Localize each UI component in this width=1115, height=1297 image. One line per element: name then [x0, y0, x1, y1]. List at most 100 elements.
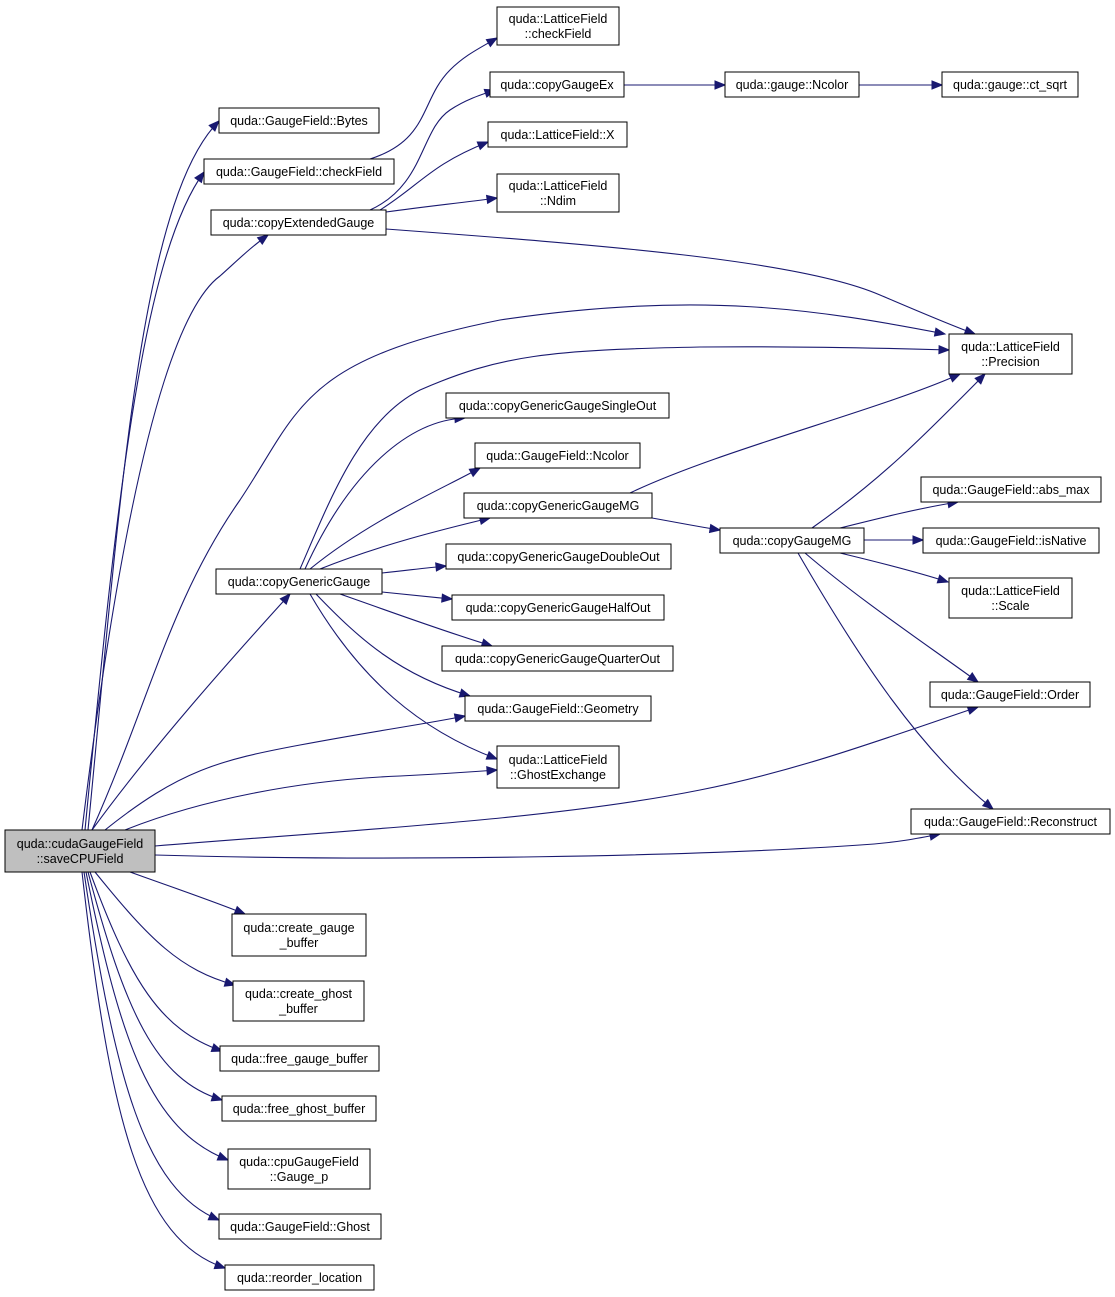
node-cgg_HalfOut[interactable]: quda::copyGenericGaugeHalfOut	[451, 594, 665, 621]
node-lf_checkField[interactable]: quda::LatticeField::checkField	[496, 6, 620, 46]
node-gf_Reconstruct[interactable]: quda::GaugeField::Reconstruct	[910, 808, 1111, 835]
edge-cgg_MG-to-lf_Precision	[629, 373, 962, 494]
node-label: quda::gauge::ct_sqrt	[953, 78, 1067, 92]
edge-root-to-reorder_location-arrowhead	[213, 1260, 227, 1270]
node-gf_isNative[interactable]: quda::GaugeField::isNative	[922, 527, 1100, 554]
node-label: ::Precision	[981, 355, 1039, 369]
edge-copyGenericGauge-to-cgg_HalfOut-line	[381, 591, 453, 600]
edge-root-to-lf_GhostExchange	[124, 766, 499, 831]
edge-copyGaugeMG-to-gf_isNative-arrowhead	[912, 535, 925, 545]
node-box	[496, 173, 620, 213]
node-box	[496, 6, 620, 46]
edge-root-to-lf_GhostExchange-line	[124, 769, 498, 831]
edge-copyGaugeMG-to-lf_Scale-arrowhead	[936, 574, 950, 584]
edge-copyGaugeMG-to-gf_Order	[804, 552, 980, 683]
node-gf_checkField[interactable]: quda::GaugeField::checkField	[203, 158, 395, 185]
node-gauge_Ncolor[interactable]: quda::gauge::Ncolor	[724, 71, 860, 98]
node-label: quda::LatticeField	[961, 584, 1060, 598]
node-gf_Bytes[interactable]: quda::GaugeField::Bytes	[218, 107, 380, 134]
node-copyGaugeMG[interactable]: quda::copyGaugeMG	[719, 527, 865, 554]
edge-copyGenericGauge-to-cgg_HalfOut-arrowhead	[441, 593, 454, 603]
edge-copyGenericGauge-to-lf_Precision-arrowhead	[938, 344, 951, 355]
node-ct_sqrt[interactable]: quda::gauge::ct_sqrt	[941, 71, 1079, 98]
node-label: quda::GaugeField::Bytes	[230, 114, 368, 128]
edge-root-to-lf_Precision-line	[91, 304, 946, 831]
node-label: quda::GaugeField::checkField	[216, 165, 382, 179]
edge-copyGaugeMG-to-lf_Precision-arrowhead	[974, 373, 986, 385]
node-box	[221, 1095, 377, 1122]
node-box	[203, 158, 395, 185]
edge-copyExtendedGauge-to-lf_Precision-arrowhead	[963, 325, 977, 335]
edge-copyGaugeMG-to-gf_abs_max	[839, 498, 960, 529]
node-label: quda::cudaGaugeField	[17, 837, 144, 851]
edge-root-to-gf_Bytes-arrowhead	[208, 120, 220, 132]
edge-copyExtendedGauge-to-copyGaugeEx-line	[369, 89, 496, 211]
node-cpu_Gauge_p[interactable]: quda::cpuGaugeField::Gauge_p	[227, 1148, 371, 1190]
edge-root-to-cpu_Gauge_p-line	[85, 871, 229, 1161]
node-cgg_SingleOut[interactable]: quda::copyGenericGaugeSingleOut	[445, 392, 670, 419]
node-copyGenericGauge[interactable]: quda::copyGenericGauge	[215, 568, 383, 595]
edge-root-to-free_gauge_buffer	[89, 871, 224, 1053]
edge-root-to-lf_GhostExchange-arrowhead	[486, 766, 499, 776]
node-root[interactable]: quda::cudaGaugeField::saveCPUField	[4, 829, 156, 873]
node-gf_Ncolor[interactable]: quda::GaugeField::Ncolor	[474, 442, 641, 469]
node-copyExtendedGauge[interactable]: quda::copyExtendedGauge	[210, 209, 387, 236]
edge-root-to-gf_Ghost	[83, 871, 221, 1221]
node-gf_Ghost[interactable]: quda::GaugeField::Ghost	[218, 1213, 382, 1240]
edge-root-to-gf_Geometry-line	[104, 715, 466, 831]
edge-copyGaugeMG-to-lf_Scale	[839, 552, 950, 584]
edge-copyGaugeMG-to-lf_Scale-line	[839, 552, 949, 583]
node-box	[464, 695, 652, 722]
edge-root-to-gf_Bytes-line	[87, 120, 220, 831]
edge-copyGenericGauge-to-gf_Ncolor-arrowhead	[468, 467, 482, 478]
edge-root-to-gf_Geometry	[104, 713, 467, 831]
edge-root-to-copyGenericGauge	[91, 593, 291, 831]
edge-copyGaugeMG-to-lf_Precision-line	[811, 373, 986, 529]
node-gf_Order[interactable]: quda::GaugeField::Order	[929, 681, 1091, 708]
node-lf_Precision[interactable]: quda::LatticeField::Precision	[948, 333, 1073, 375]
edge-root-to-copyExtendedGauge-line	[81, 234, 269, 831]
node-lf_Scale[interactable]: quda::LatticeField::Scale	[948, 577, 1073, 619]
node-label: quda::LatticeField	[509, 12, 608, 26]
node-lf_X[interactable]: quda::LatticeField::X	[487, 121, 628, 148]
node-gf_Geometry[interactable]: quda::GaugeField::Geometry	[464, 695, 652, 722]
edge-root-to-copyGenericGauge-arrowhead	[279, 593, 291, 605]
node-box	[232, 980, 365, 1022]
node-box	[489, 71, 625, 98]
edge-gf_checkField-to-lf_checkField-line	[369, 37, 498, 160]
nodes-layer: quda::cudaGaugeField::saveCPUFieldquda::…	[4, 6, 1111, 1291]
edge-cgg_MG-to-copyGaugeMG-arrowhead	[708, 523, 722, 534]
edge-copyExtendedGauge-to-lf_X-line	[379, 141, 489, 211]
node-label: quda::copyGenericGaugeMG	[477, 499, 640, 513]
node-box	[231, 913, 367, 957]
node-create_gauge_buffer[interactable]: quda::create_gauge_buffer	[231, 913, 367, 957]
node-label: quda::free_gauge_buffer	[231, 1052, 368, 1066]
edge-root-to-copyExtendedGauge	[81, 234, 270, 831]
node-create_ghost_buffer[interactable]: quda::create_ghost_buffer	[232, 980, 365, 1022]
edge-copyGenericGauge-to-cgg_HalfOut	[381, 591, 454, 603]
edge-root-to-create_ghost_buffer-line	[94, 871, 236, 986]
node-free_gauge_buffer[interactable]: quda::free_gauge_buffer	[219, 1045, 380, 1072]
edge-gf_checkField-to-lf_checkField	[369, 37, 499, 160]
edge-root-to-reorder_location-line	[81, 871, 226, 1269]
edge-root-to-free_ghost_buffer-arrowhead	[210, 1092, 224, 1102]
node-copyGaugeEx[interactable]: quda::copyGaugeEx	[489, 71, 625, 98]
edge-root-to-gf_Order-line	[154, 706, 979, 847]
edge-copyGaugeMG-to-gf_isNative	[864, 535, 925, 545]
node-label: ::checkField	[525, 27, 592, 41]
node-box	[224, 1264, 375, 1291]
node-cgg_QuarterOut[interactable]: quda::copyGenericGaugeQuarterOut	[441, 645, 674, 672]
node-label: quda::gauge::Ncolor	[736, 78, 849, 92]
node-cgg_DoubleOut[interactable]: quda::copyGenericGaugeDoubleOut	[445, 543, 672, 570]
edge-copyGaugeMG-to-gf_Reconstruct	[797, 552, 995, 810]
node-cgg_MG[interactable]: quda::copyGenericGaugeMG	[463, 492, 653, 519]
node-gf_abs_max[interactable]: quda::GaugeField::abs_max	[920, 476, 1102, 503]
node-lf_GhostExchange[interactable]: quda::LatticeField::GhostExchange	[496, 745, 620, 789]
node-free_ghost_buffer[interactable]: quda::free_ghost_buffer	[221, 1095, 377, 1122]
node-lf_Ndim[interactable]: quda::LatticeField::Ndim	[496, 173, 620, 213]
edge-root-to-gf_Geometry-arrowhead	[453, 713, 467, 723]
node-label: quda::copyGenericGaugeDoubleOut	[457, 550, 660, 564]
node-reorder_location[interactable]: quda::reorder_location	[224, 1264, 375, 1291]
node-label: quda::LatticeField::X	[501, 128, 616, 142]
node-box	[463, 492, 653, 519]
